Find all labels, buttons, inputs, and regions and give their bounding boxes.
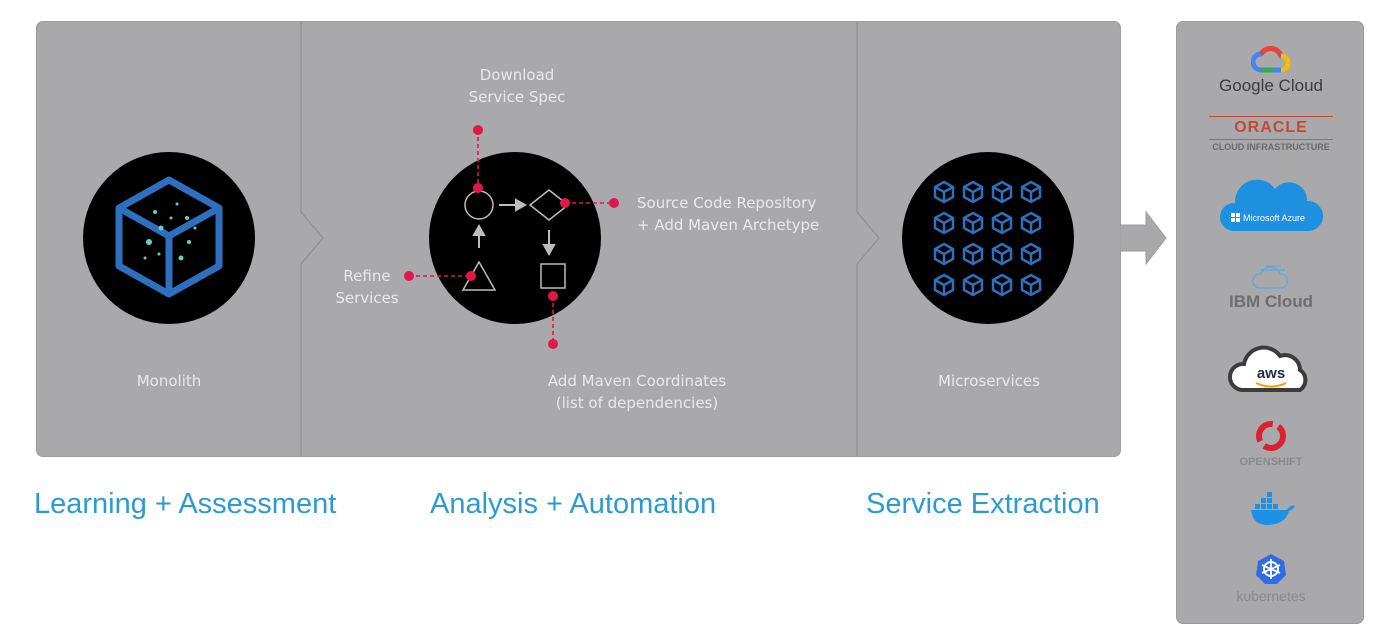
kubernetes-logo: kubernetes — [1177, 552, 1365, 604]
google-cloud-text: Google Cloud — [1219, 76, 1323, 95]
microservice-cube-icon — [933, 211, 955, 235]
stage-separator-1 — [300, 22, 324, 456]
stage-separator-2 — [856, 22, 880, 456]
openshift-logo: OPENSHIFT — [1177, 418, 1365, 468]
kubernetes-text: kubernetes — [1236, 588, 1306, 604]
ibm-text: IBM — [1228, 292, 1265, 311]
openshift-icon — [1256, 421, 1286, 451]
microservice-cube-icon — [991, 180, 1013, 204]
microservice-cube-icon — [1020, 211, 1042, 235]
download-spec-label: Download Service Spec — [468, 66, 566, 106]
source-repo-label: Source Code Repository + Add Maven Arche… — [637, 194, 820, 234]
microservice-cube-icon — [933, 242, 955, 266]
microservices-icon — [902, 152, 1074, 324]
microservice-cube-icon — [1020, 180, 1042, 204]
openshift-text: OPENSHIFT — [1239, 456, 1303, 468]
oracle-sub-text: CLOUD INFRASTRUCTURE — [1212, 142, 1330, 152]
refine-services-label: Refine Services — [335, 267, 399, 307]
square-shape — [540, 263, 566, 289]
oracle-text: ORACLE — [1234, 119, 1308, 136]
monolith-icon — [83, 152, 255, 324]
microservice-cube-icon — [933, 180, 955, 204]
google-cloud-logo: Google Cloud — [1177, 44, 1365, 96]
microservice-cube-icon — [962, 211, 984, 235]
docker-whale-icon — [1251, 492, 1295, 525]
ibm-cloud-text: Cloud — [1264, 292, 1314, 311]
ibm-cloud-logo: IBM Cloud — [1177, 260, 1365, 312]
microservice-cube-icon — [933, 273, 955, 297]
cloud-providers-panel: Google Cloud ORACLE CLOUD INFRASTRUCTURE… — [1176, 21, 1364, 624]
maven-coordinates-label: Add Maven Coordinates (list of dependenc… — [547, 372, 727, 412]
analysis-automation-heading: Analysis + Automation — [430, 488, 717, 520]
learning-assessment-heading: Learning + Assessment — [34, 488, 337, 520]
oracle-logo: ORACLE CLOUD INFRASTRUCTURE — [1177, 116, 1365, 152]
microservice-cube-icon — [962, 273, 984, 297]
microservice-cube-icon — [991, 273, 1013, 297]
aws-logo: aws — [1177, 340, 1365, 400]
kubernetes-icon — [1256, 554, 1286, 584]
microservice-cube-icon — [1020, 242, 1042, 266]
azure-cloud-icon: Microsoft Azure — [1219, 179, 1324, 231]
microservice-cube-icon — [962, 242, 984, 266]
microservice-cube-icon — [1020, 273, 1042, 297]
deploy-arrow-icon — [1120, 210, 1167, 266]
microservices-label: Microservices — [938, 372, 1040, 390]
azure-logo: Microsoft Azure — [1177, 177, 1365, 237]
google-cloud-icon — [1250, 46, 1291, 73]
process-panel: Monolith Add Maven Coordinates (list of … — [36, 21, 1121, 457]
aws-cloud-icon: aws — [1228, 345, 1308, 392]
process-graphics — [83, 22, 1074, 456]
azure-text: Microsoft Azure — [1243, 213, 1305, 223]
ibm-cloud-icon — [1252, 265, 1289, 289]
aws-text: aws — [1257, 365, 1285, 382]
docker-logo — [1177, 492, 1365, 532]
monolith-label: Monolith — [136, 372, 202, 390]
microservice-cube-icon — [962, 180, 984, 204]
microservice-cube-icon — [991, 242, 1013, 266]
microservice-cube-icon — [991, 211, 1013, 235]
service-extraction-heading: Service Extraction — [866, 488, 1100, 520]
analysis-cycle-icon — [404, 125, 619, 349]
